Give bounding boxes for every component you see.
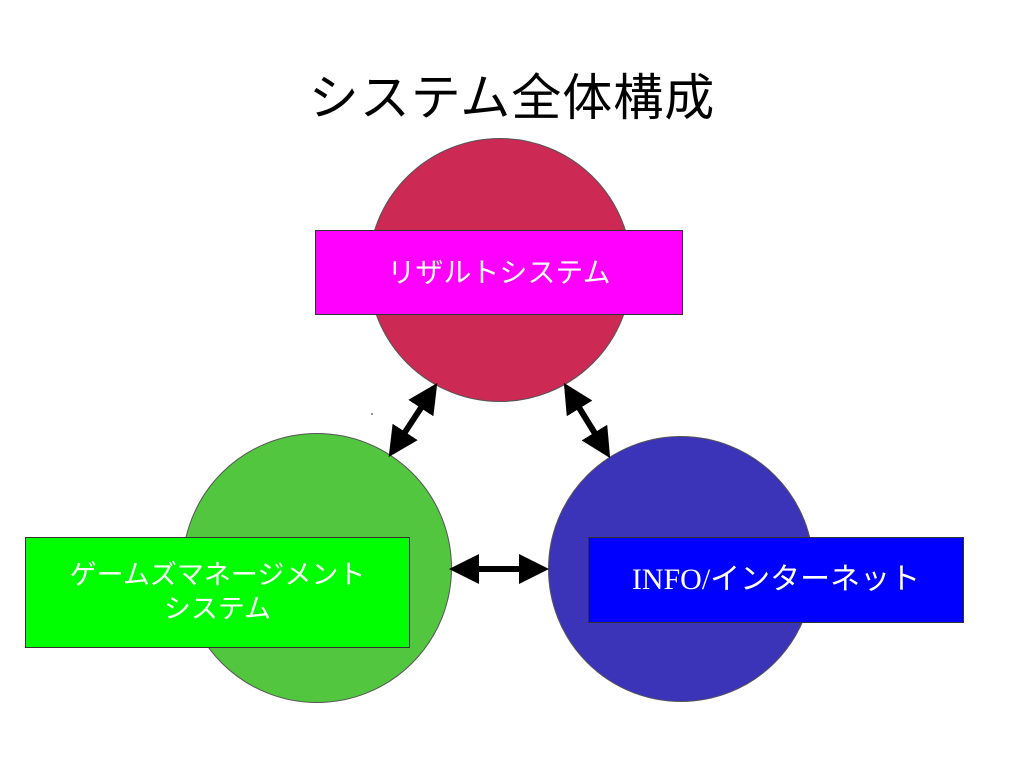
info-internet-label: INFO/インターネット [631, 563, 921, 597]
game-management-label-box: ゲームズマネージメント システム [25, 537, 410, 648]
info-internet-label-box: INFO/インターネット [588, 537, 964, 623]
result-system-label-box: リザルトシステム [315, 230, 683, 315]
result-system-label: リザルトシステム [387, 256, 611, 289]
arrow-result-game-management [388, 382, 438, 458]
slide-title: システム全体構成 [308, 69, 716, 127]
game-management-label: ゲームズマネージメント システム [69, 559, 366, 625]
stray-dot [371, 413, 373, 415]
arrow-result-info [563, 382, 611, 459]
